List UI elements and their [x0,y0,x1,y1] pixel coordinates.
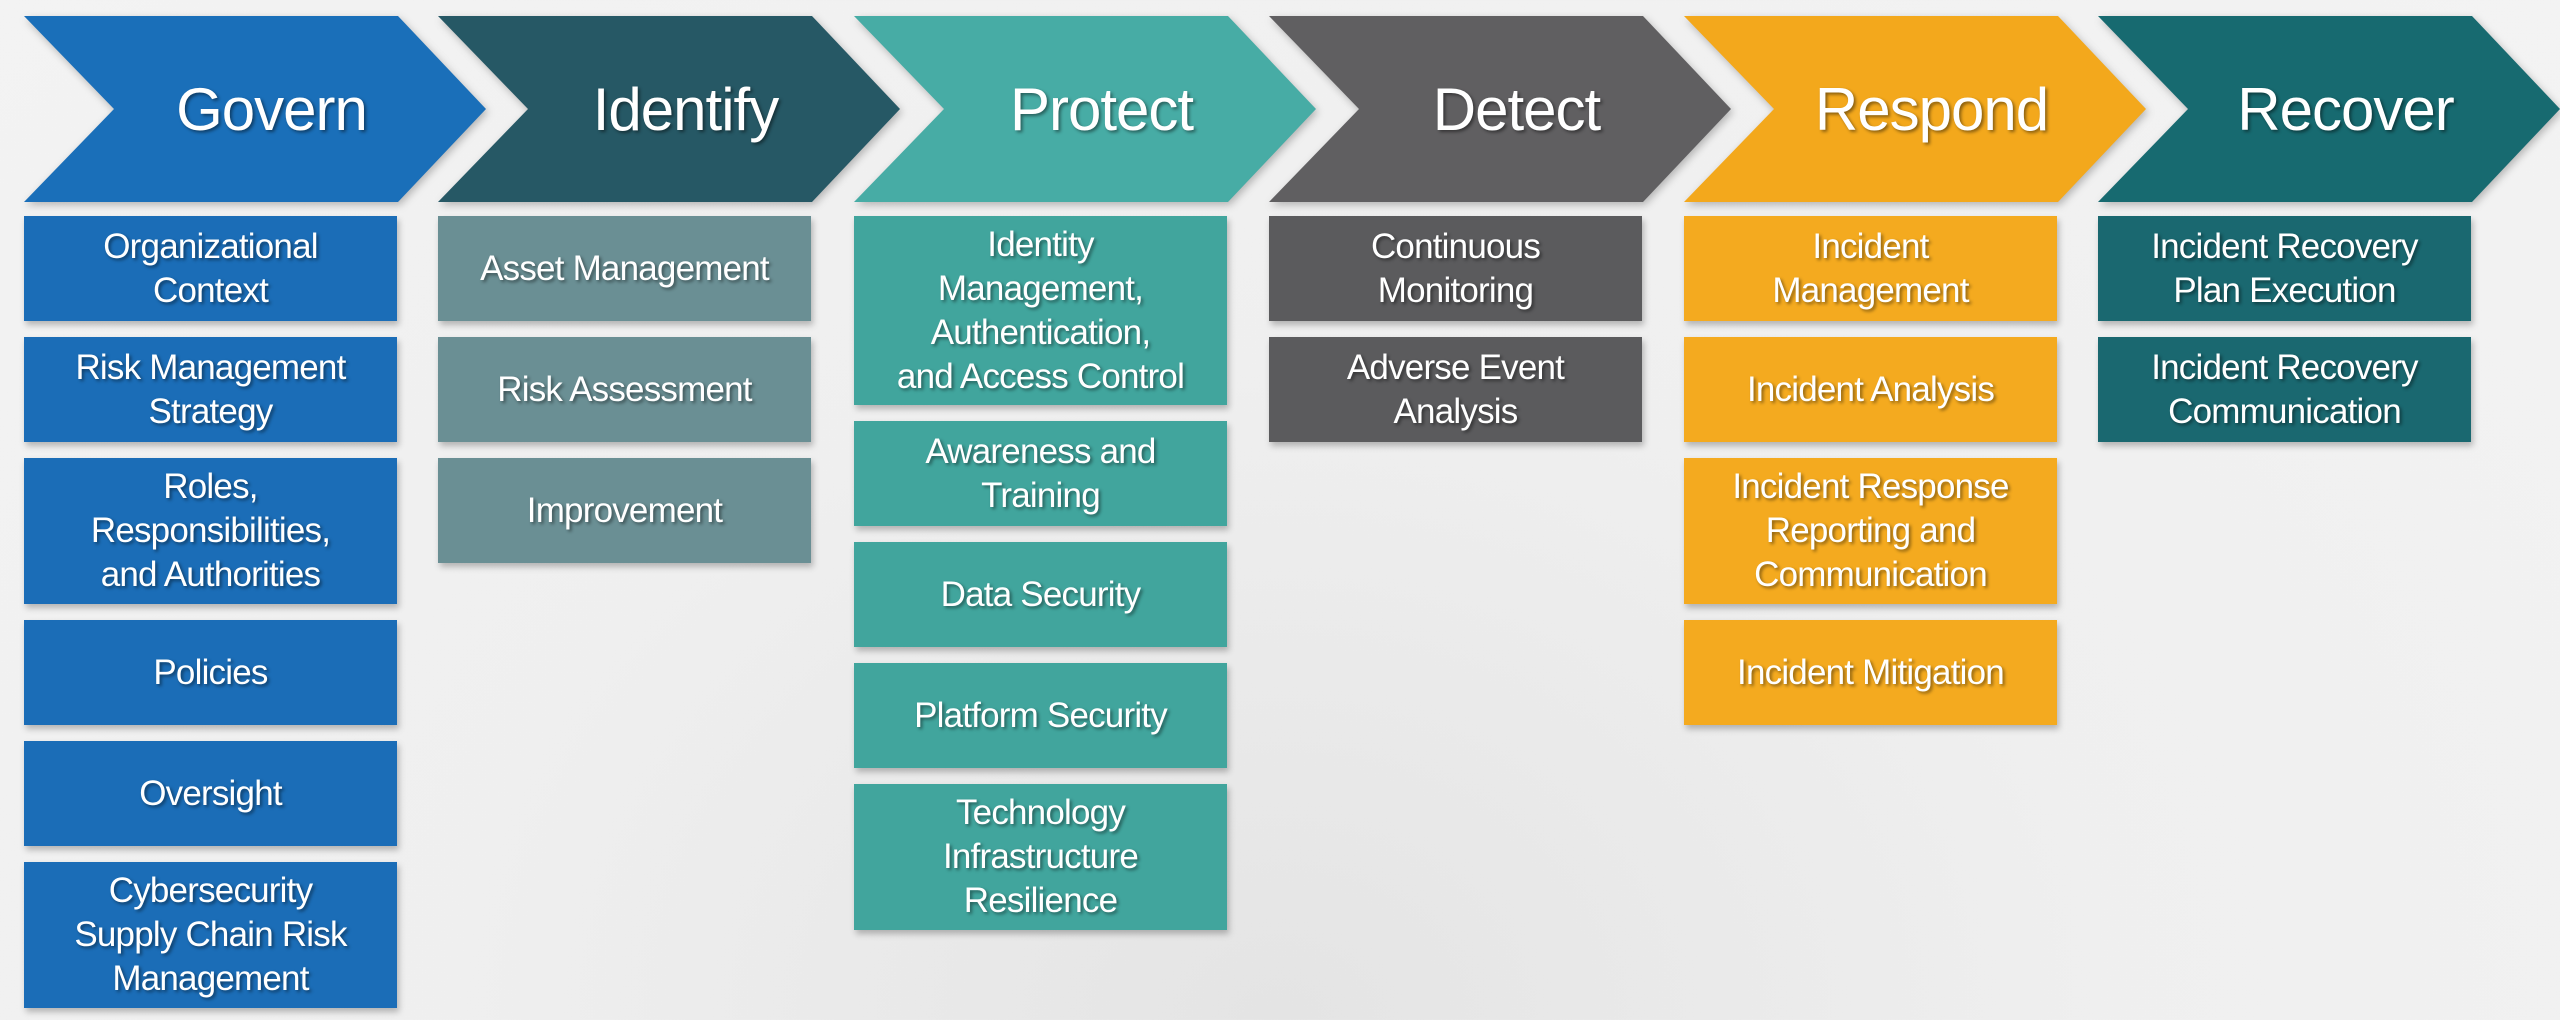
category-box: Cybersecurity Supply Chain Risk Manageme… [24,862,397,1008]
chevron-recover [2098,16,2560,202]
category-box: Policies [24,620,397,725]
category-box: Incident Recovery Communication [2098,337,2471,442]
chevron-detect [1269,16,1731,202]
category-box: Asset Management [438,216,811,321]
function-recover: Recover Incident Recovery Plan Execution… [2098,0,2560,1020]
function-govern: Govern Organizational Context Risk Manag… [24,0,489,1020]
chevron-shape [24,16,486,202]
category-box: Risk Assessment [438,337,811,442]
category-box: Platform Security [854,663,1227,768]
category-list: Asset Management Risk Assessment Improve… [438,216,811,563]
category-box: Continuous Monitoring [1269,216,1642,321]
category-box: Improvement [438,458,811,563]
category-box: Technology Infrastructure Resilience [854,784,1227,930]
category-box: Identity Management, Authentication, and… [854,216,1227,405]
category-box: Incident Mitigation [1684,620,2057,725]
category-box: Risk Management Strategy [24,337,397,442]
category-list: Incident Recovery Plan Execution Inciden… [2098,216,2471,442]
chevron-protect [854,16,1316,202]
category-box: Organizational Context [24,216,397,321]
category-box: Awareness and Training [854,421,1227,526]
category-box: Incident Analysis [1684,337,2057,442]
function-detect: Detect Continuous Monitoring Adverse Eve… [1269,0,1734,1020]
chevron-shape [1269,16,1731,202]
category-list: Organizational Context Risk Management S… [24,216,397,1008]
chevron-shape [2098,16,2560,202]
chevron-govern [24,16,486,202]
chevron-respond [1684,16,2146,202]
category-box: Incident Recovery Plan Execution [2098,216,2471,321]
category-box: Incident Management [1684,216,2057,321]
function-title: Detect [1432,75,1601,143]
function-respond: Respond Incident Management Incident Ana… [1684,0,2149,1020]
category-box: Data Security [854,542,1227,647]
category-box: Oversight [24,741,397,846]
category-list: Identity Management, Authentication, and… [854,216,1227,930]
function-title: Respond [1814,75,2049,143]
category-list: Incident Management Incident Analysis In… [1684,216,2057,725]
category-list: Continuous Monitoring Adverse Event Anal… [1269,216,1642,442]
chevron-shape [438,16,900,202]
function-title: Recover [2237,75,2454,143]
chevron-shape [854,16,1316,202]
chevron-identify [438,16,900,202]
chevron-shape [1684,16,2146,202]
function-title: Govern [176,75,368,143]
category-box: Roles, Responsibilities, and Authorities [24,458,397,604]
function-title: Identify [592,75,779,143]
function-protect: Protect Identity Management, Authenticat… [854,0,1319,1020]
function-title: Protect [1009,75,1194,143]
category-box: Incident Response Reporting and Communic… [1684,458,2057,604]
function-identify: Identify Asset Management Risk Assessmen… [438,0,903,1020]
category-box: Adverse Event Analysis [1269,337,1642,442]
